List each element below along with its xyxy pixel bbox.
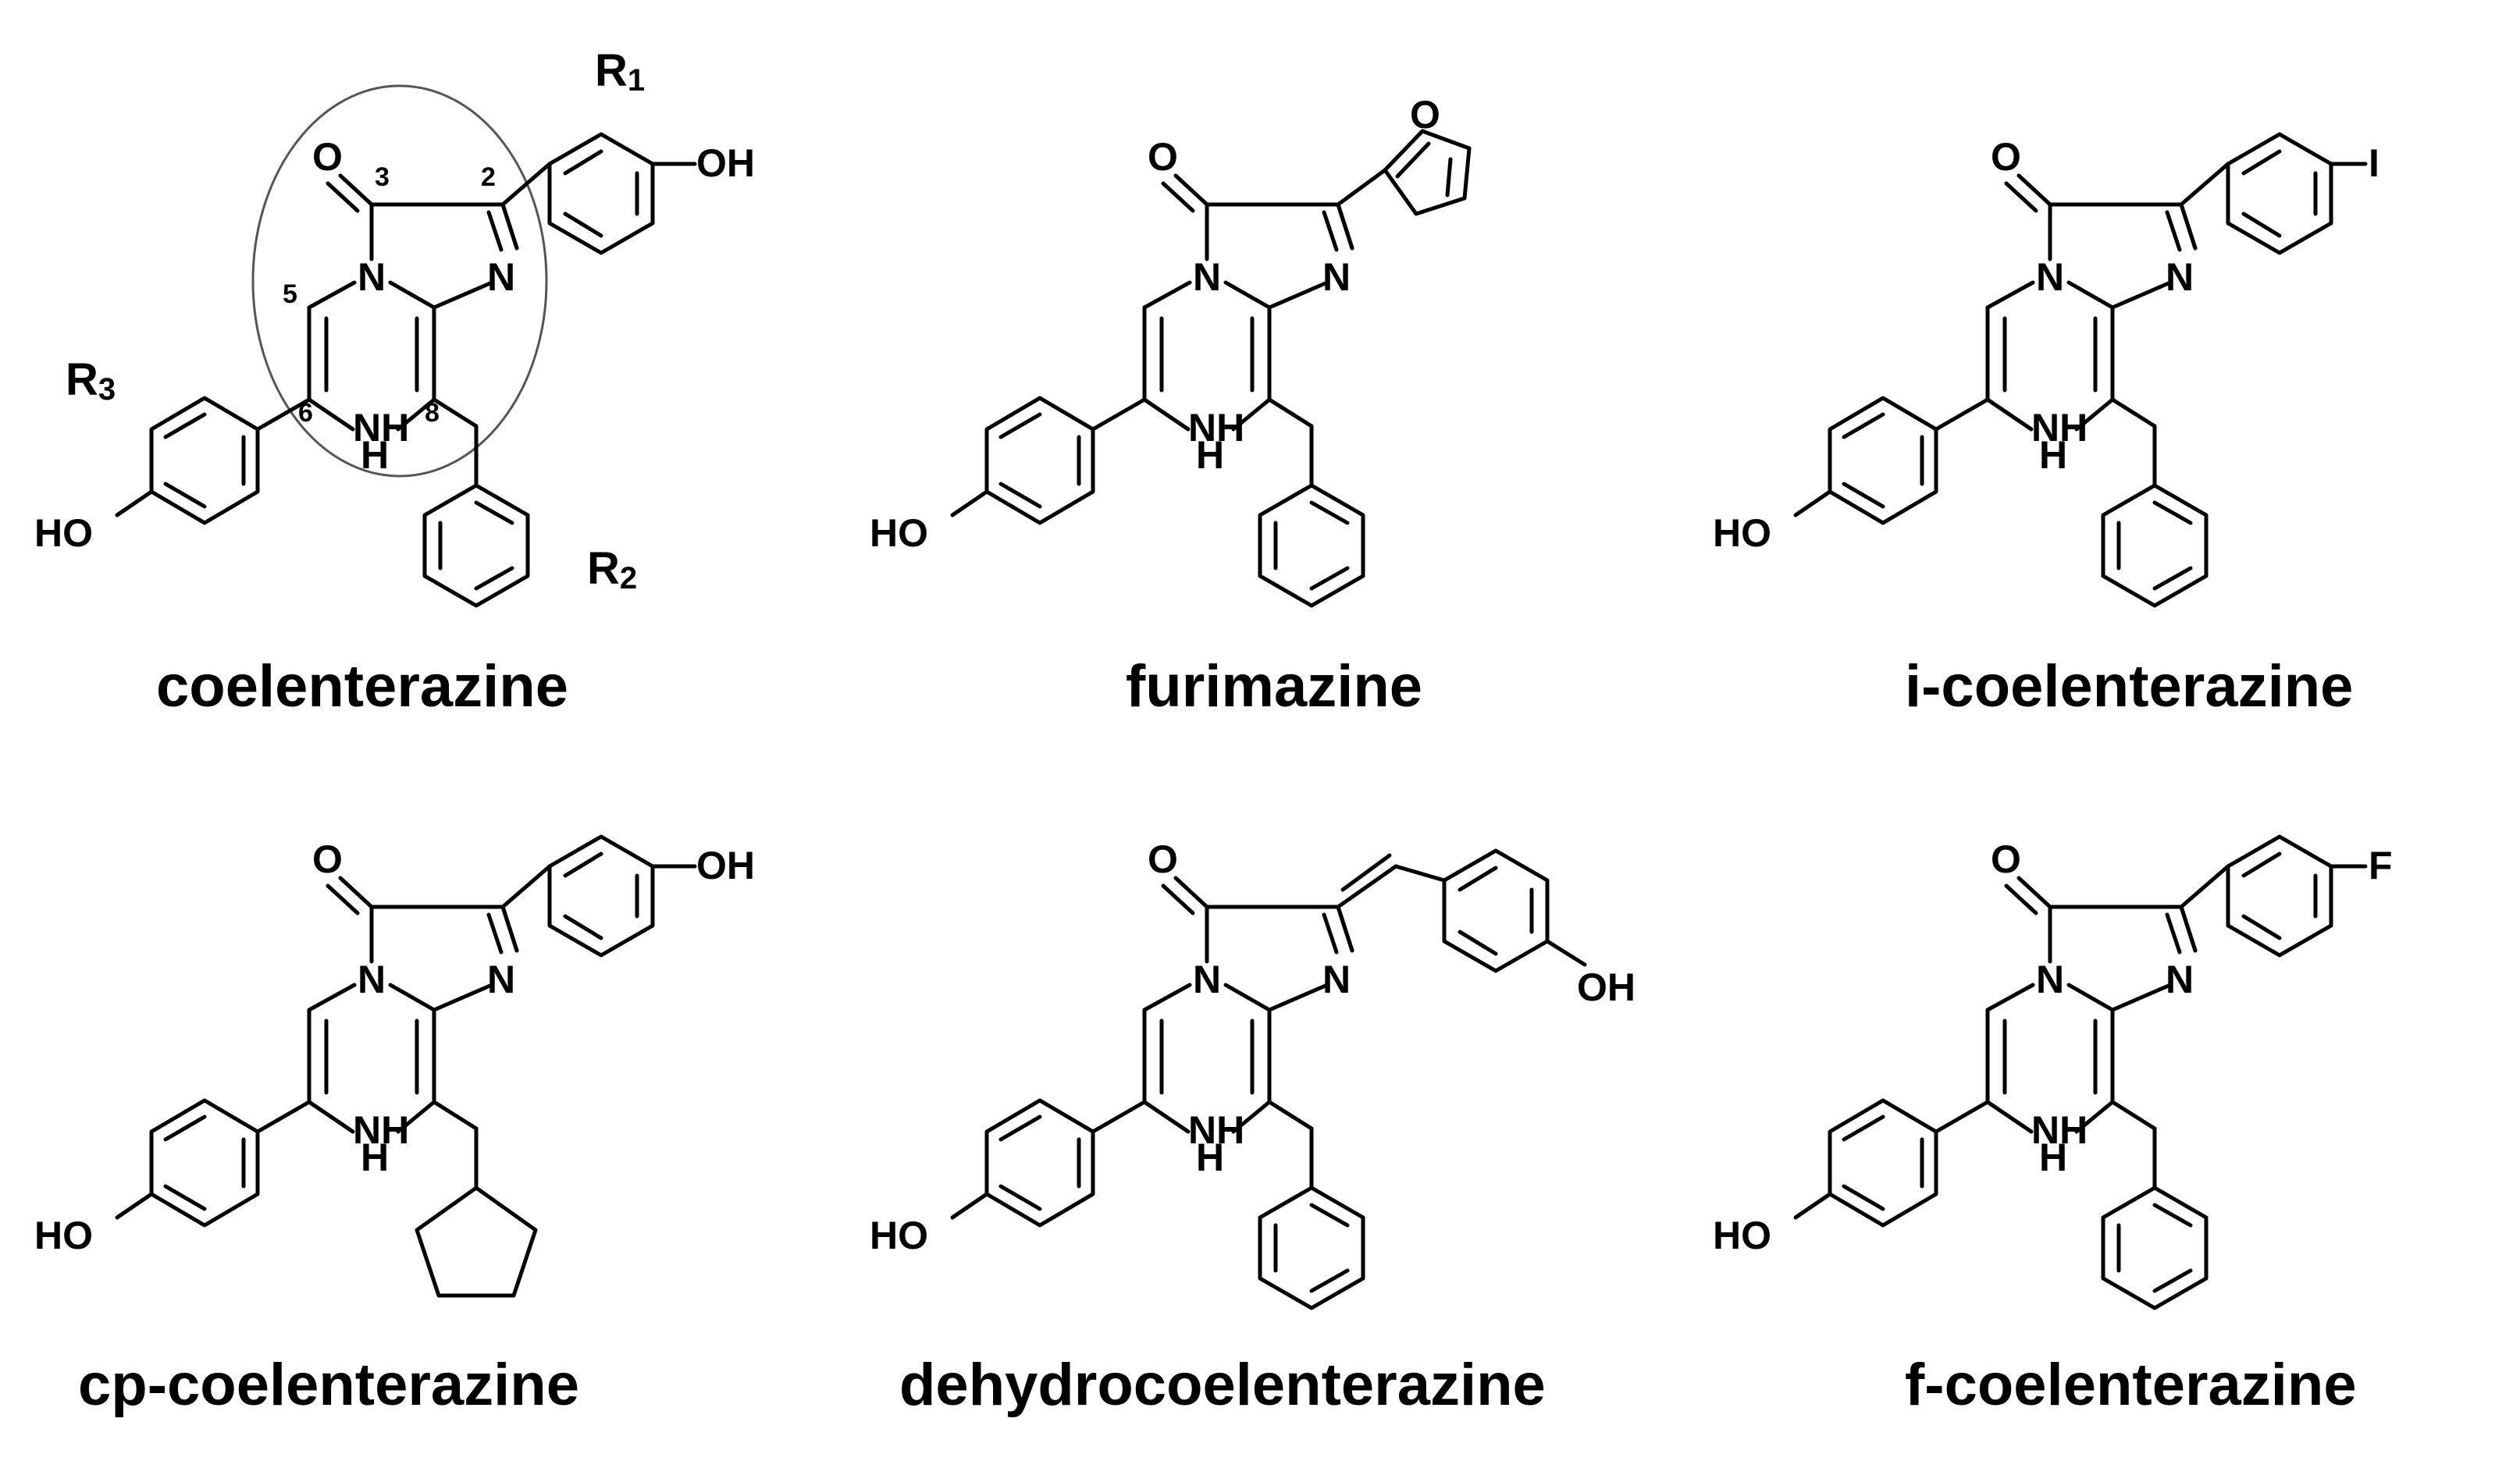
carbonyl-oxygen: O bbox=[312, 135, 343, 179]
position-8: 8 bbox=[425, 398, 440, 428]
compound-dehydrocoelenterazine: O N N NH H OH HO dehydrocoelenterazine bbox=[870, 837, 1636, 1418]
c6-substituent: HO bbox=[1713, 1214, 1771, 1257]
amine-nh: NH bbox=[2031, 406, 2088, 450]
compound-i-coelenterazine: O N N NH H I HO i-coelenterazine bbox=[1713, 132, 2379, 720]
carbonyl-oxygen: O bbox=[1991, 837, 2021, 881]
compound-furimazine: O N N NH H O HO furimazine bbox=[870, 93, 1472, 720]
position-6: 6 bbox=[298, 398, 313, 428]
amine-nh: NH bbox=[1188, 1108, 1244, 1152]
carbonyl-oxygen: O bbox=[1148, 837, 1178, 881]
c2-substituent: F bbox=[2369, 844, 2393, 887]
bridge-nitrogen: N bbox=[2036, 255, 2064, 299]
amine-h: H bbox=[2039, 433, 2067, 477]
c6-substituent: HO bbox=[1713, 511, 1771, 555]
amine-h: H bbox=[1196, 433, 1224, 477]
carbonyl-oxygen: O bbox=[1991, 135, 2021, 179]
caption-coelenterazine: coelenterazine bbox=[156, 653, 568, 720]
c2-substituent: OH bbox=[696, 844, 755, 887]
c6-substituent: HO bbox=[34, 1214, 93, 1257]
caption-furimazine: furimazine bbox=[1126, 653, 1422, 720]
label-r1: R1 bbox=[595, 45, 645, 98]
bridge-nitrogen: N bbox=[2036, 958, 2064, 1001]
compound-f-coelenterazine: O N N NH H F HO f-coelenterazine bbox=[1713, 834, 2393, 1418]
furan-oxygen: O bbox=[1410, 93, 1440, 137]
imine-nitrogen: N bbox=[2166, 958, 2194, 1001]
label-r3: R3 bbox=[66, 354, 116, 407]
bridge-nitrogen: N bbox=[358, 958, 386, 1001]
amine-nh: NH bbox=[1188, 406, 1244, 450]
caption-cp-coelenterazine: cp-coelenterazine bbox=[78, 1352, 579, 1418]
carbonyl-oxygen: O bbox=[1148, 135, 1178, 179]
caption-f-coelenterazine: f-coelenterazine bbox=[1905, 1352, 2357, 1418]
compound-cp-coelenterazine: O N N NH H OH HO cp-coelenterazine bbox=[34, 834, 755, 1418]
amine-h: H bbox=[361, 433, 389, 477]
imine-nitrogen: N bbox=[2166, 255, 2194, 299]
carbonyl-oxygen: O bbox=[312, 837, 343, 881]
amine-nh: NH bbox=[353, 1108, 409, 1152]
amine-h: H bbox=[2039, 1136, 2067, 1179]
bridge-nitrogen: N bbox=[1193, 255, 1221, 299]
c2-substituent: I bbox=[2369, 141, 2379, 185]
bridge-nitrogen: N bbox=[1193, 958, 1221, 1001]
imine-nitrogen: N bbox=[1322, 958, 1351, 1001]
c6-substituent: HO bbox=[34, 511, 93, 555]
c2-substituent: OH bbox=[1577, 965, 1636, 1009]
amine-h: H bbox=[1196, 1136, 1224, 1179]
position-2: 2 bbox=[481, 162, 496, 192]
position-3: 3 bbox=[375, 162, 390, 192]
c6-substituent: HO bbox=[870, 511, 928, 555]
caption-dehydrocoelenterazine: dehydrocoelenterazine bbox=[899, 1352, 1546, 1418]
compound-coelenterazine: O N N NH H OH HO 3 2 5 6 8 R1 R2 R3 coel… bbox=[34, 45, 755, 720]
imine-nitrogen: N bbox=[1322, 255, 1351, 299]
amine-nh: NH bbox=[353, 406, 409, 450]
core-highlight-ellipse bbox=[251, 84, 548, 478]
label-r2: R2 bbox=[587, 543, 637, 595]
amine-h: H bbox=[361, 1136, 389, 1179]
amine-nh: NH bbox=[2031, 1108, 2088, 1152]
bridge-nitrogen: N bbox=[358, 255, 386, 299]
imine-nitrogen: N bbox=[487, 255, 515, 299]
imine-nitrogen: N bbox=[487, 958, 515, 1001]
caption-i-coelenterazine: i-coelenterazine bbox=[1905, 653, 2353, 720]
c6-substituent: HO bbox=[870, 1214, 928, 1257]
c2-substituent: OH bbox=[696, 141, 755, 185]
position-5: 5 bbox=[283, 279, 297, 309]
